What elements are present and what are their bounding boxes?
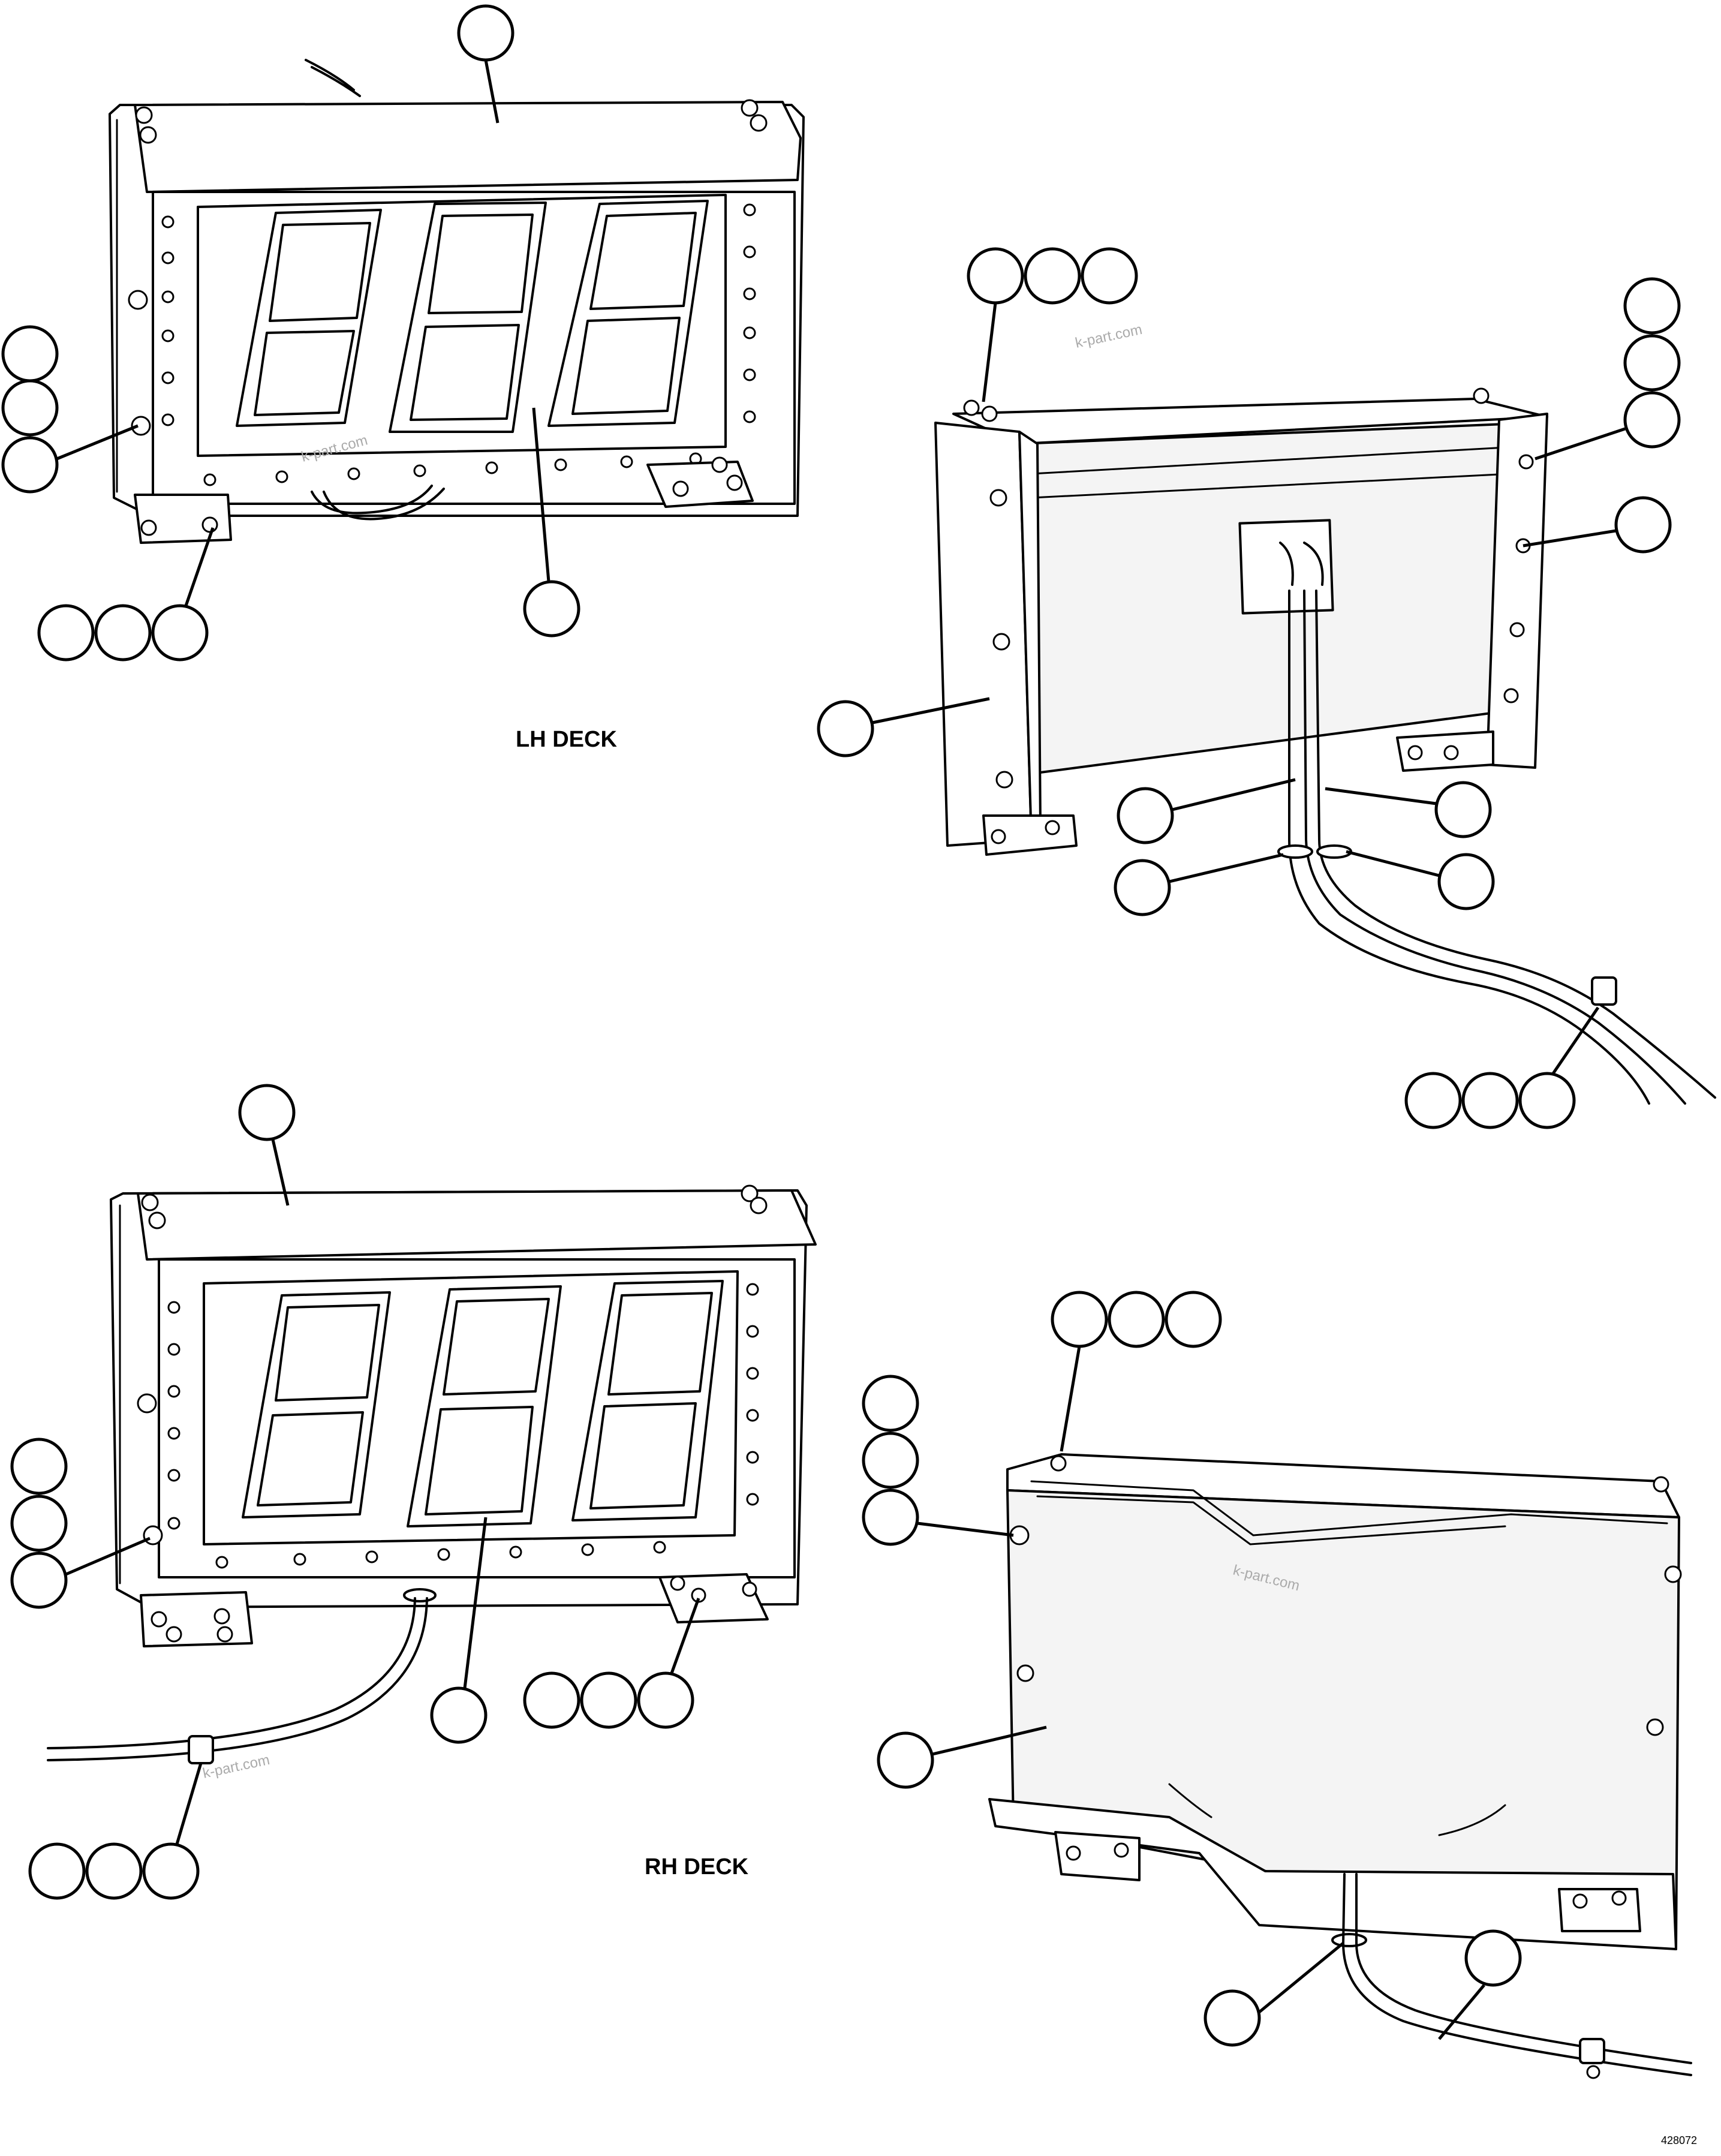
callout-balloon xyxy=(94,604,152,661)
callout-balloon xyxy=(1108,1291,1165,1348)
callout-balloon xyxy=(1623,334,1681,392)
callout-balloon xyxy=(1437,853,1495,910)
rh-deck-display-rear xyxy=(988,1453,1692,2079)
callout-balloon xyxy=(1614,496,1672,554)
callout-balloon xyxy=(1024,247,1081,305)
callout-balloon xyxy=(862,1375,919,1432)
callout-balloon xyxy=(238,1084,296,1141)
callout-balloon xyxy=(1,379,59,437)
callout-balloon xyxy=(862,1489,919,1546)
callout-balloon xyxy=(862,1432,919,1489)
callout-balloon xyxy=(877,1731,934,1789)
lh-deck-display-rear xyxy=(934,387,1716,1105)
callout-balloon xyxy=(1051,1291,1108,1348)
callout-balloon xyxy=(1404,1072,1462,1129)
panel-screws xyxy=(128,203,756,486)
callout-balloon xyxy=(1117,787,1174,844)
callout-balloon xyxy=(580,1671,637,1729)
callout-balloons xyxy=(1,4,1681,2047)
lh-deck-label: LH DECK xyxy=(516,727,617,752)
callout-balloon xyxy=(85,1842,143,1900)
lh-deck-display-front xyxy=(109,59,805,544)
callout-balloon xyxy=(1,325,59,383)
callout-balloon xyxy=(1518,1072,1576,1129)
callout-balloon xyxy=(1461,1072,1519,1129)
callout-balloon xyxy=(37,604,95,661)
callout-balloon xyxy=(142,1842,200,1900)
callout-balloon xyxy=(10,1495,68,1552)
callout-balloon xyxy=(1,436,59,494)
callout-balloon xyxy=(637,1671,694,1729)
callout-balloon xyxy=(1464,1929,1522,1987)
callout-balloon xyxy=(1434,781,1492,838)
callout-balloon xyxy=(28,1842,86,1900)
callout-balloon xyxy=(10,1438,68,1495)
rh-deck-display-front xyxy=(47,1184,817,1764)
drawing-number: 428072 xyxy=(1661,2134,1697,2146)
callout-balloon xyxy=(1623,277,1681,335)
callout-balloon xyxy=(1204,1989,1261,2047)
callout-balloon xyxy=(1165,1291,1222,1348)
callout-balloon xyxy=(967,247,1024,305)
callout-balloon xyxy=(523,580,580,638)
callout-balloon xyxy=(1081,247,1138,305)
callout-balloon xyxy=(523,1671,580,1729)
callout-balloon xyxy=(151,604,209,661)
callout-balloon xyxy=(457,4,515,62)
callout-balloon xyxy=(10,1551,68,1609)
watermark: k-part.com xyxy=(1074,321,1144,351)
callout-balloon xyxy=(1623,391,1681,449)
callout-balloon xyxy=(1114,859,1171,916)
callout-balloon xyxy=(430,1686,488,1744)
callout-balloon xyxy=(817,700,874,757)
rh-deck-label: RH DECK xyxy=(645,1854,749,1880)
